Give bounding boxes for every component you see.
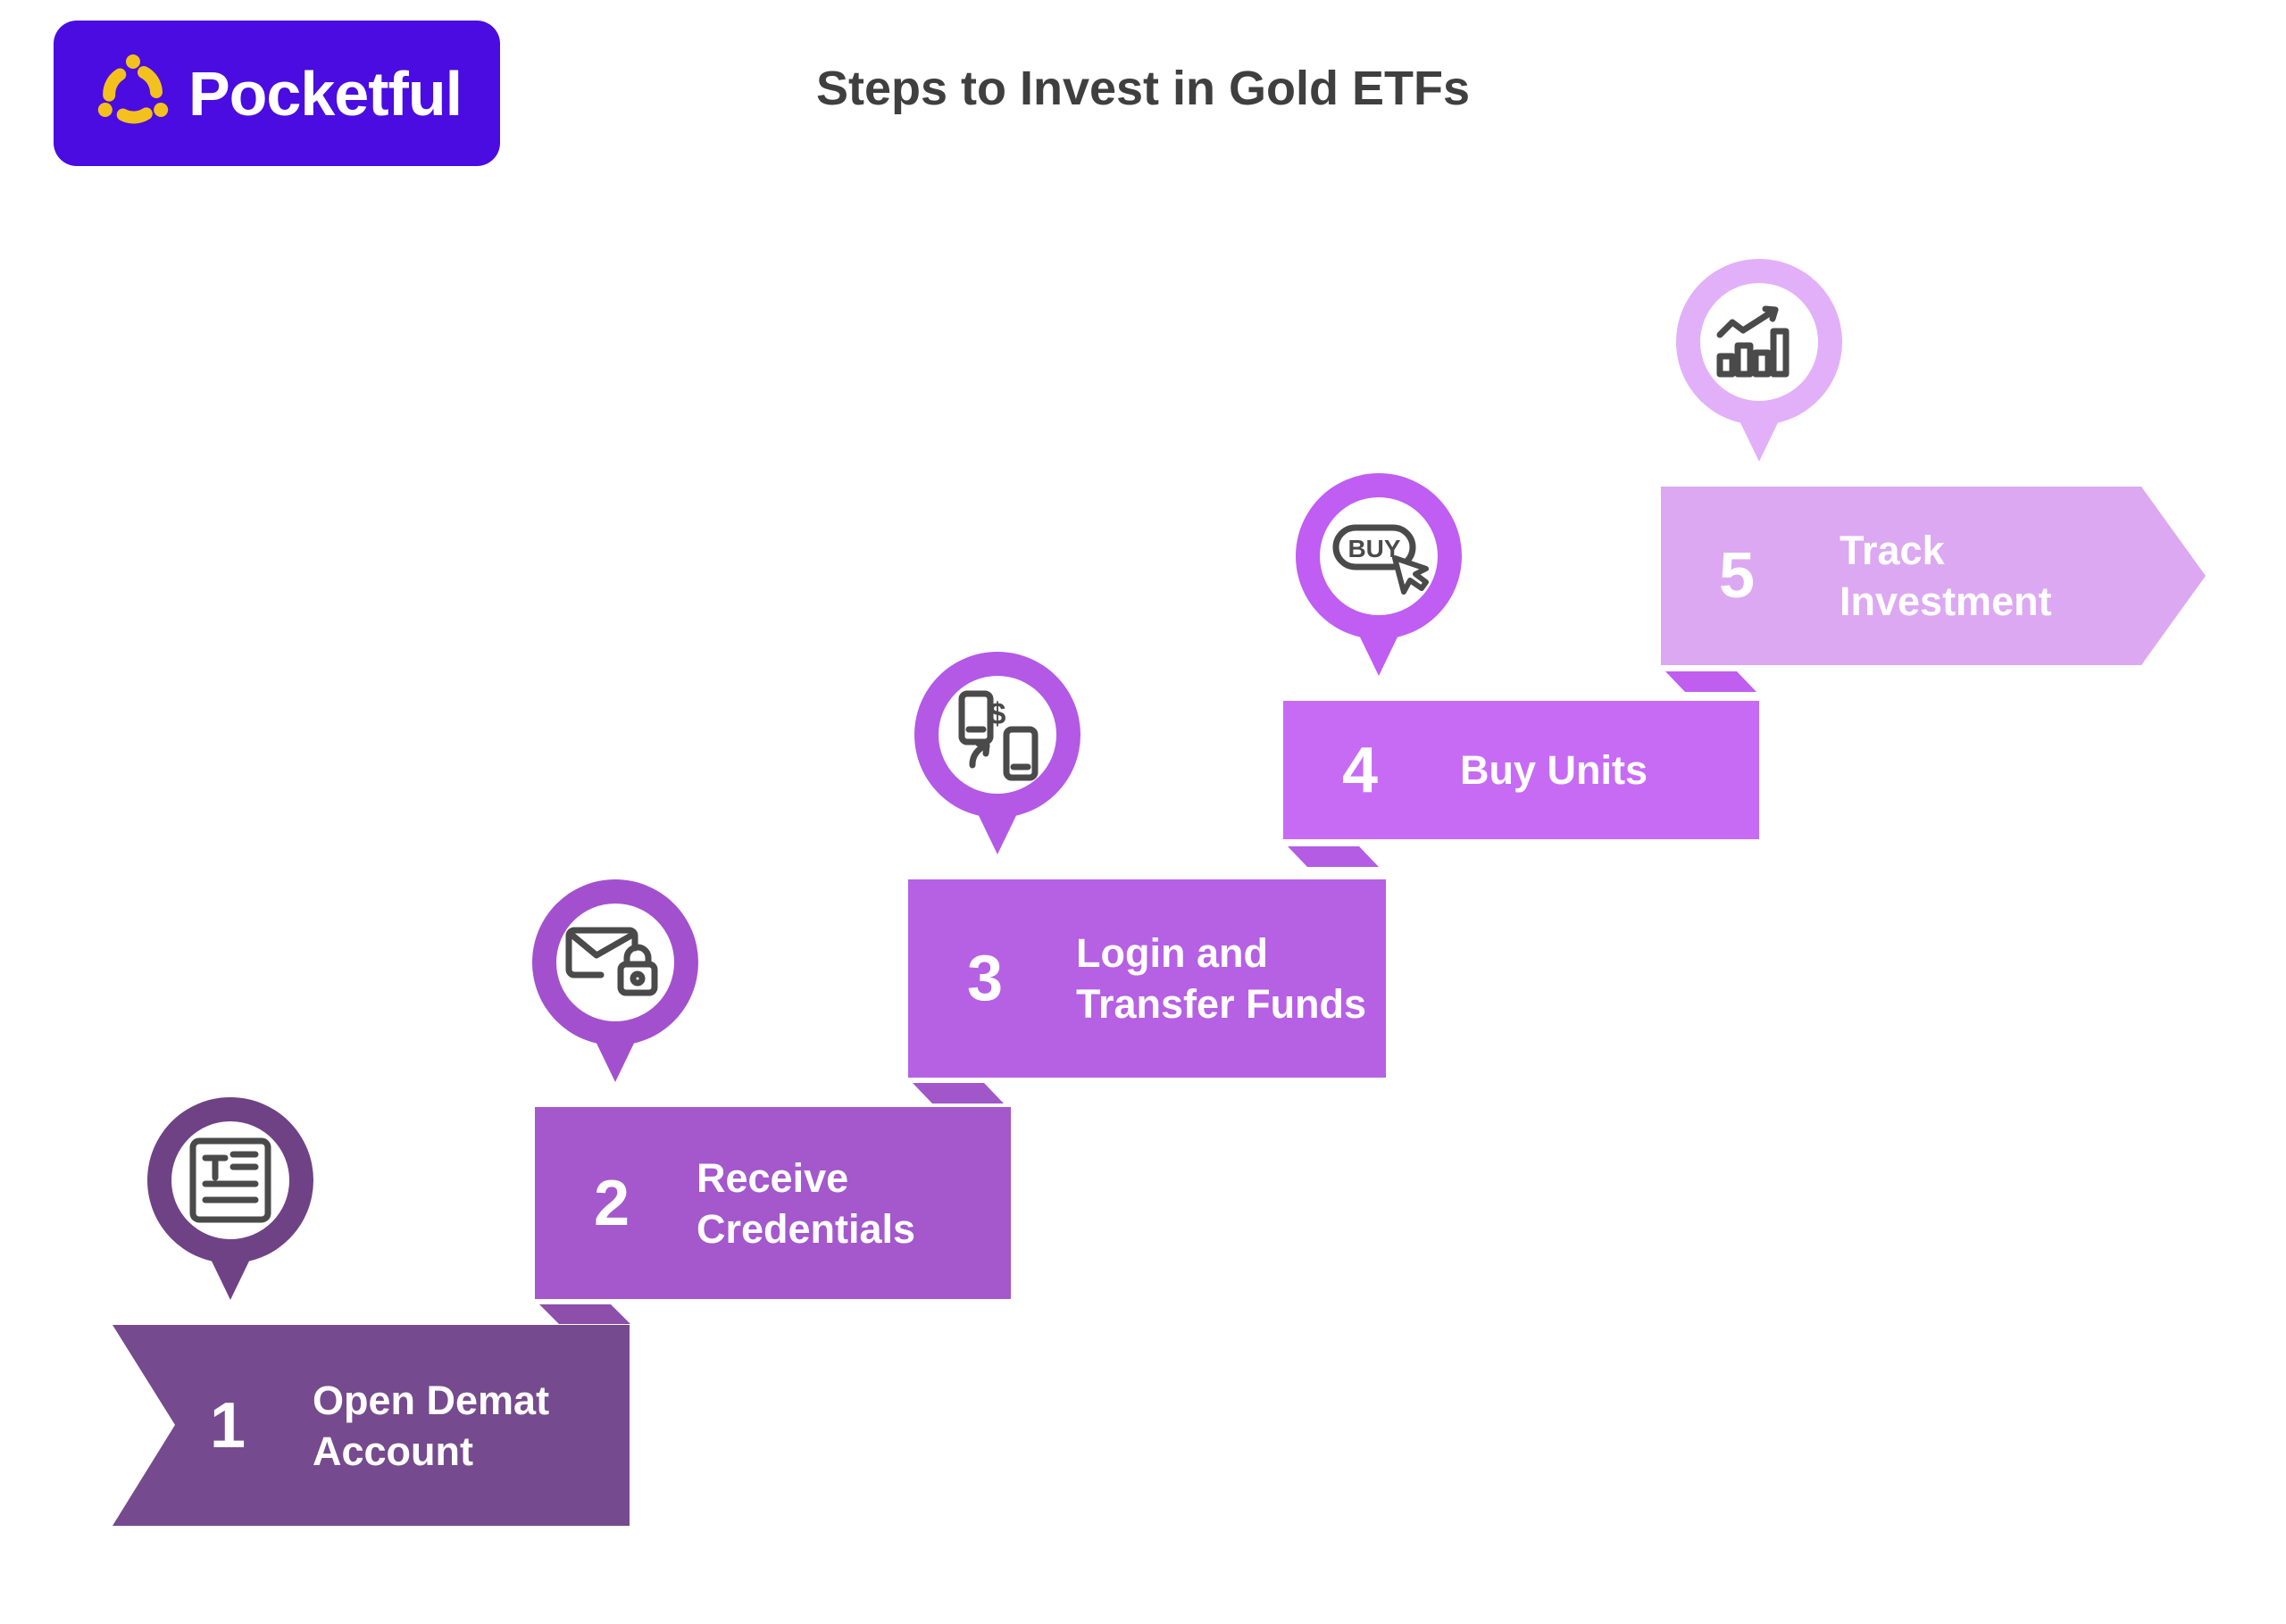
step-label-line: Account	[313, 1428, 473, 1474]
page-title: Steps to Invest in Gold ETFs	[815, 62, 1471, 115]
step-number-2: 2	[593, 1167, 630, 1239]
step-fold-4	[1288, 846, 1379, 867]
step-label-line: Track	[1840, 528, 1945, 573]
mail-lock-icon	[565, 927, 658, 996]
step-label-line: Credentials	[697, 1205, 916, 1252]
step-number-4: 4	[1341, 734, 1379, 806]
step-marker-2	[532, 879, 698, 1082]
brand-name: Pocketful	[188, 58, 463, 129]
step-banner-1	[113, 1325, 630, 1526]
step-banner-2	[535, 1107, 1011, 1299]
step-label-line: Receive	[697, 1154, 849, 1201]
growth-chart-icon	[1716, 305, 1790, 378]
buy-text: BUY	[1347, 535, 1400, 562]
pocketful-logo: Pocketful	[54, 21, 500, 166]
step-marker-1	[147, 1097, 313, 1300]
step-label-1: Open Demat Account	[313, 1325, 549, 1526]
step-label-line: Transfer Funds	[1076, 981, 1367, 1027]
step-label-5: Track Investment	[1840, 487, 2052, 665]
step-banner-5	[1661, 487, 2206, 665]
step-label-line: Investment	[1840, 579, 2052, 624]
step-banner-4	[1283, 701, 1759, 839]
dollar-symbol: $	[989, 697, 1006, 731]
step-label-2: Receive Credentials	[697, 1107, 915, 1299]
step-label-line: Buy Units	[1460, 747, 1648, 793]
step-fold-2	[539, 1304, 630, 1324]
buy-click-icon: BUY	[1332, 524, 1429, 595]
step-number-1: 1	[209, 1389, 246, 1462]
step-marker-5	[1676, 259, 1842, 462]
step-marker-4: BUY	[1296, 473, 1462, 676]
step-label-line: Login and	[1076, 930, 1268, 976]
fund-transfer-icon: $	[958, 690, 1039, 781]
step-label-3: Login and Transfer Funds	[1076, 879, 1366, 1078]
step-marker-3: $	[914, 652, 1080, 854]
step-fold-3	[913, 1083, 1004, 1103]
step-fold-5	[1665, 671, 1756, 692]
step-number-5: 5	[1718, 540, 1756, 612]
step-banner-3	[908, 879, 1386, 1078]
document-icon	[189, 1137, 271, 1223]
step-number-3: 3	[966, 943, 1004, 1014]
step-label-4: Buy Units	[1460, 701, 1648, 839]
step-label-line: Open Demat	[313, 1377, 550, 1423]
pocketful-mark-icon	[97, 54, 169, 123]
